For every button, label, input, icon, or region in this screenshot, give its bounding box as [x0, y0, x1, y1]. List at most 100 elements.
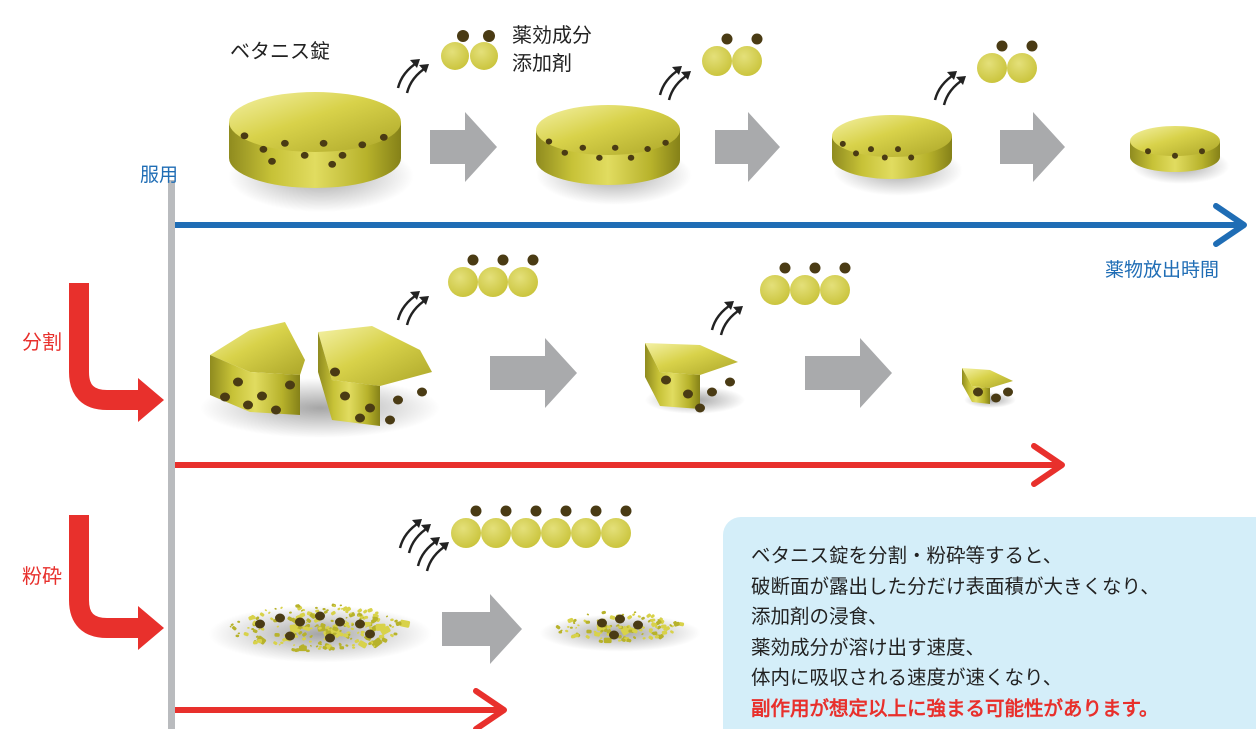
motion-arrowhead	[724, 301, 734, 310]
active-ingredient-dot	[839, 140, 846, 147]
note-line: 添加剤の浸食、	[751, 605, 888, 628]
legend-additive-ball-icon	[470, 42, 498, 70]
particle	[572, 622, 576, 624]
particle	[360, 630, 365, 634]
particle	[656, 625, 662, 630]
particle	[255, 616, 260, 620]
release-group	[396, 59, 429, 94]
motion-arrowhead	[419, 64, 429, 73]
active-ingredient-dot	[751, 33, 763, 45]
particle	[641, 616, 645, 620]
particle	[338, 642, 342, 646]
particle	[609, 615, 616, 620]
particle	[298, 631, 303, 635]
motion-arrowhead	[412, 519, 422, 528]
particle	[317, 647, 321, 650]
particle	[678, 622, 685, 627]
additive-ball	[481, 518, 511, 548]
tablet-top	[536, 105, 680, 155]
tablet-top	[832, 115, 952, 157]
active-ingredient-dot	[1003, 387, 1013, 397]
active-ingredient-dot	[300, 151, 309, 159]
motion-arrowhead	[410, 59, 420, 68]
active-ingredient-dot	[725, 377, 735, 387]
motion-stroke	[396, 60, 419, 89]
particle	[626, 638, 632, 643]
active-ingredient-dot	[255, 619, 265, 629]
additive-ball	[541, 518, 571, 548]
particle	[305, 621, 308, 624]
active-ingredient-dot	[908, 154, 915, 161]
particle	[276, 625, 280, 628]
particle	[300, 644, 305, 648]
particle	[586, 613, 590, 616]
particle	[369, 626, 373, 630]
motion-stroke	[425, 543, 448, 572]
tablet	[832, 115, 963, 196]
tablet-top	[1130, 126, 1220, 156]
motion-arrowhead	[956, 76, 966, 85]
particle	[252, 640, 258, 645]
active-ingredient-dot	[721, 33, 733, 45]
active-ingredient-dot	[365, 403, 375, 413]
tablet	[1130, 126, 1230, 184]
particle	[280, 606, 283, 609]
particle	[344, 620, 347, 623]
particle	[352, 646, 356, 649]
particle	[251, 614, 256, 620]
particle	[314, 606, 318, 609]
release-group	[658, 33, 763, 101]
active-ingredient-dot	[220, 392, 230, 402]
particle	[390, 618, 394, 622]
active-ingredient-dot	[839, 262, 851, 274]
crush-bent-arrow	[69, 515, 164, 650]
particle	[308, 640, 312, 643]
crush-label: 粉砕	[22, 564, 62, 588]
active-ingredient-dot	[259, 145, 268, 153]
motion-arrowhead	[733, 306, 743, 315]
active-ingredient-dot	[1026, 40, 1038, 52]
particle	[575, 635, 579, 638]
particle	[235, 634, 240, 638]
release-group	[710, 262, 851, 336]
motion-stroke	[416, 538, 439, 567]
particle	[264, 609, 267, 612]
particle	[304, 626, 311, 632]
particle	[358, 612, 363, 617]
particle	[296, 604, 301, 608]
active-ingredient-dot	[500, 505, 512, 517]
active-ingredient-dot	[385, 415, 395, 425]
particle	[232, 626, 237, 631]
particle	[339, 644, 342, 647]
motion-arrowhead	[672, 66, 682, 75]
note-line: 破断面が露出した分だけ表面積が大きくなり、	[751, 574, 1160, 598]
active-ingredient-dot	[393, 395, 403, 405]
particle	[655, 625, 658, 629]
motion-arrowhead	[410, 291, 420, 300]
particle	[648, 628, 653, 632]
additive-ball	[478, 267, 508, 297]
active-ingredient-dot	[661, 375, 671, 385]
active-ingredient-dot	[973, 387, 983, 397]
split-bent-arrow	[69, 283, 164, 422]
particle	[319, 643, 322, 646]
particle	[606, 629, 612, 634]
particle	[292, 644, 296, 646]
tablet-top	[645, 343, 738, 375]
tablet-name-label: ベタニス錠	[230, 39, 330, 63]
active-ingredient-dot	[417, 387, 427, 397]
particle	[306, 649, 310, 653]
particle	[393, 632, 398, 636]
particle	[329, 627, 332, 629]
particle	[351, 644, 355, 647]
active-ingredient-dot	[590, 505, 602, 517]
release-time-axis-arrow	[175, 203, 1247, 247]
active-ingredient-dot	[597, 618, 607, 628]
tablet-top	[318, 326, 432, 386]
active-ingredient-dot	[809, 262, 821, 274]
particle	[291, 648, 296, 652]
particle	[372, 613, 378, 618]
particle	[330, 611, 336, 616]
additive-ball	[702, 46, 732, 76]
active-ingredient-dot	[243, 400, 253, 410]
